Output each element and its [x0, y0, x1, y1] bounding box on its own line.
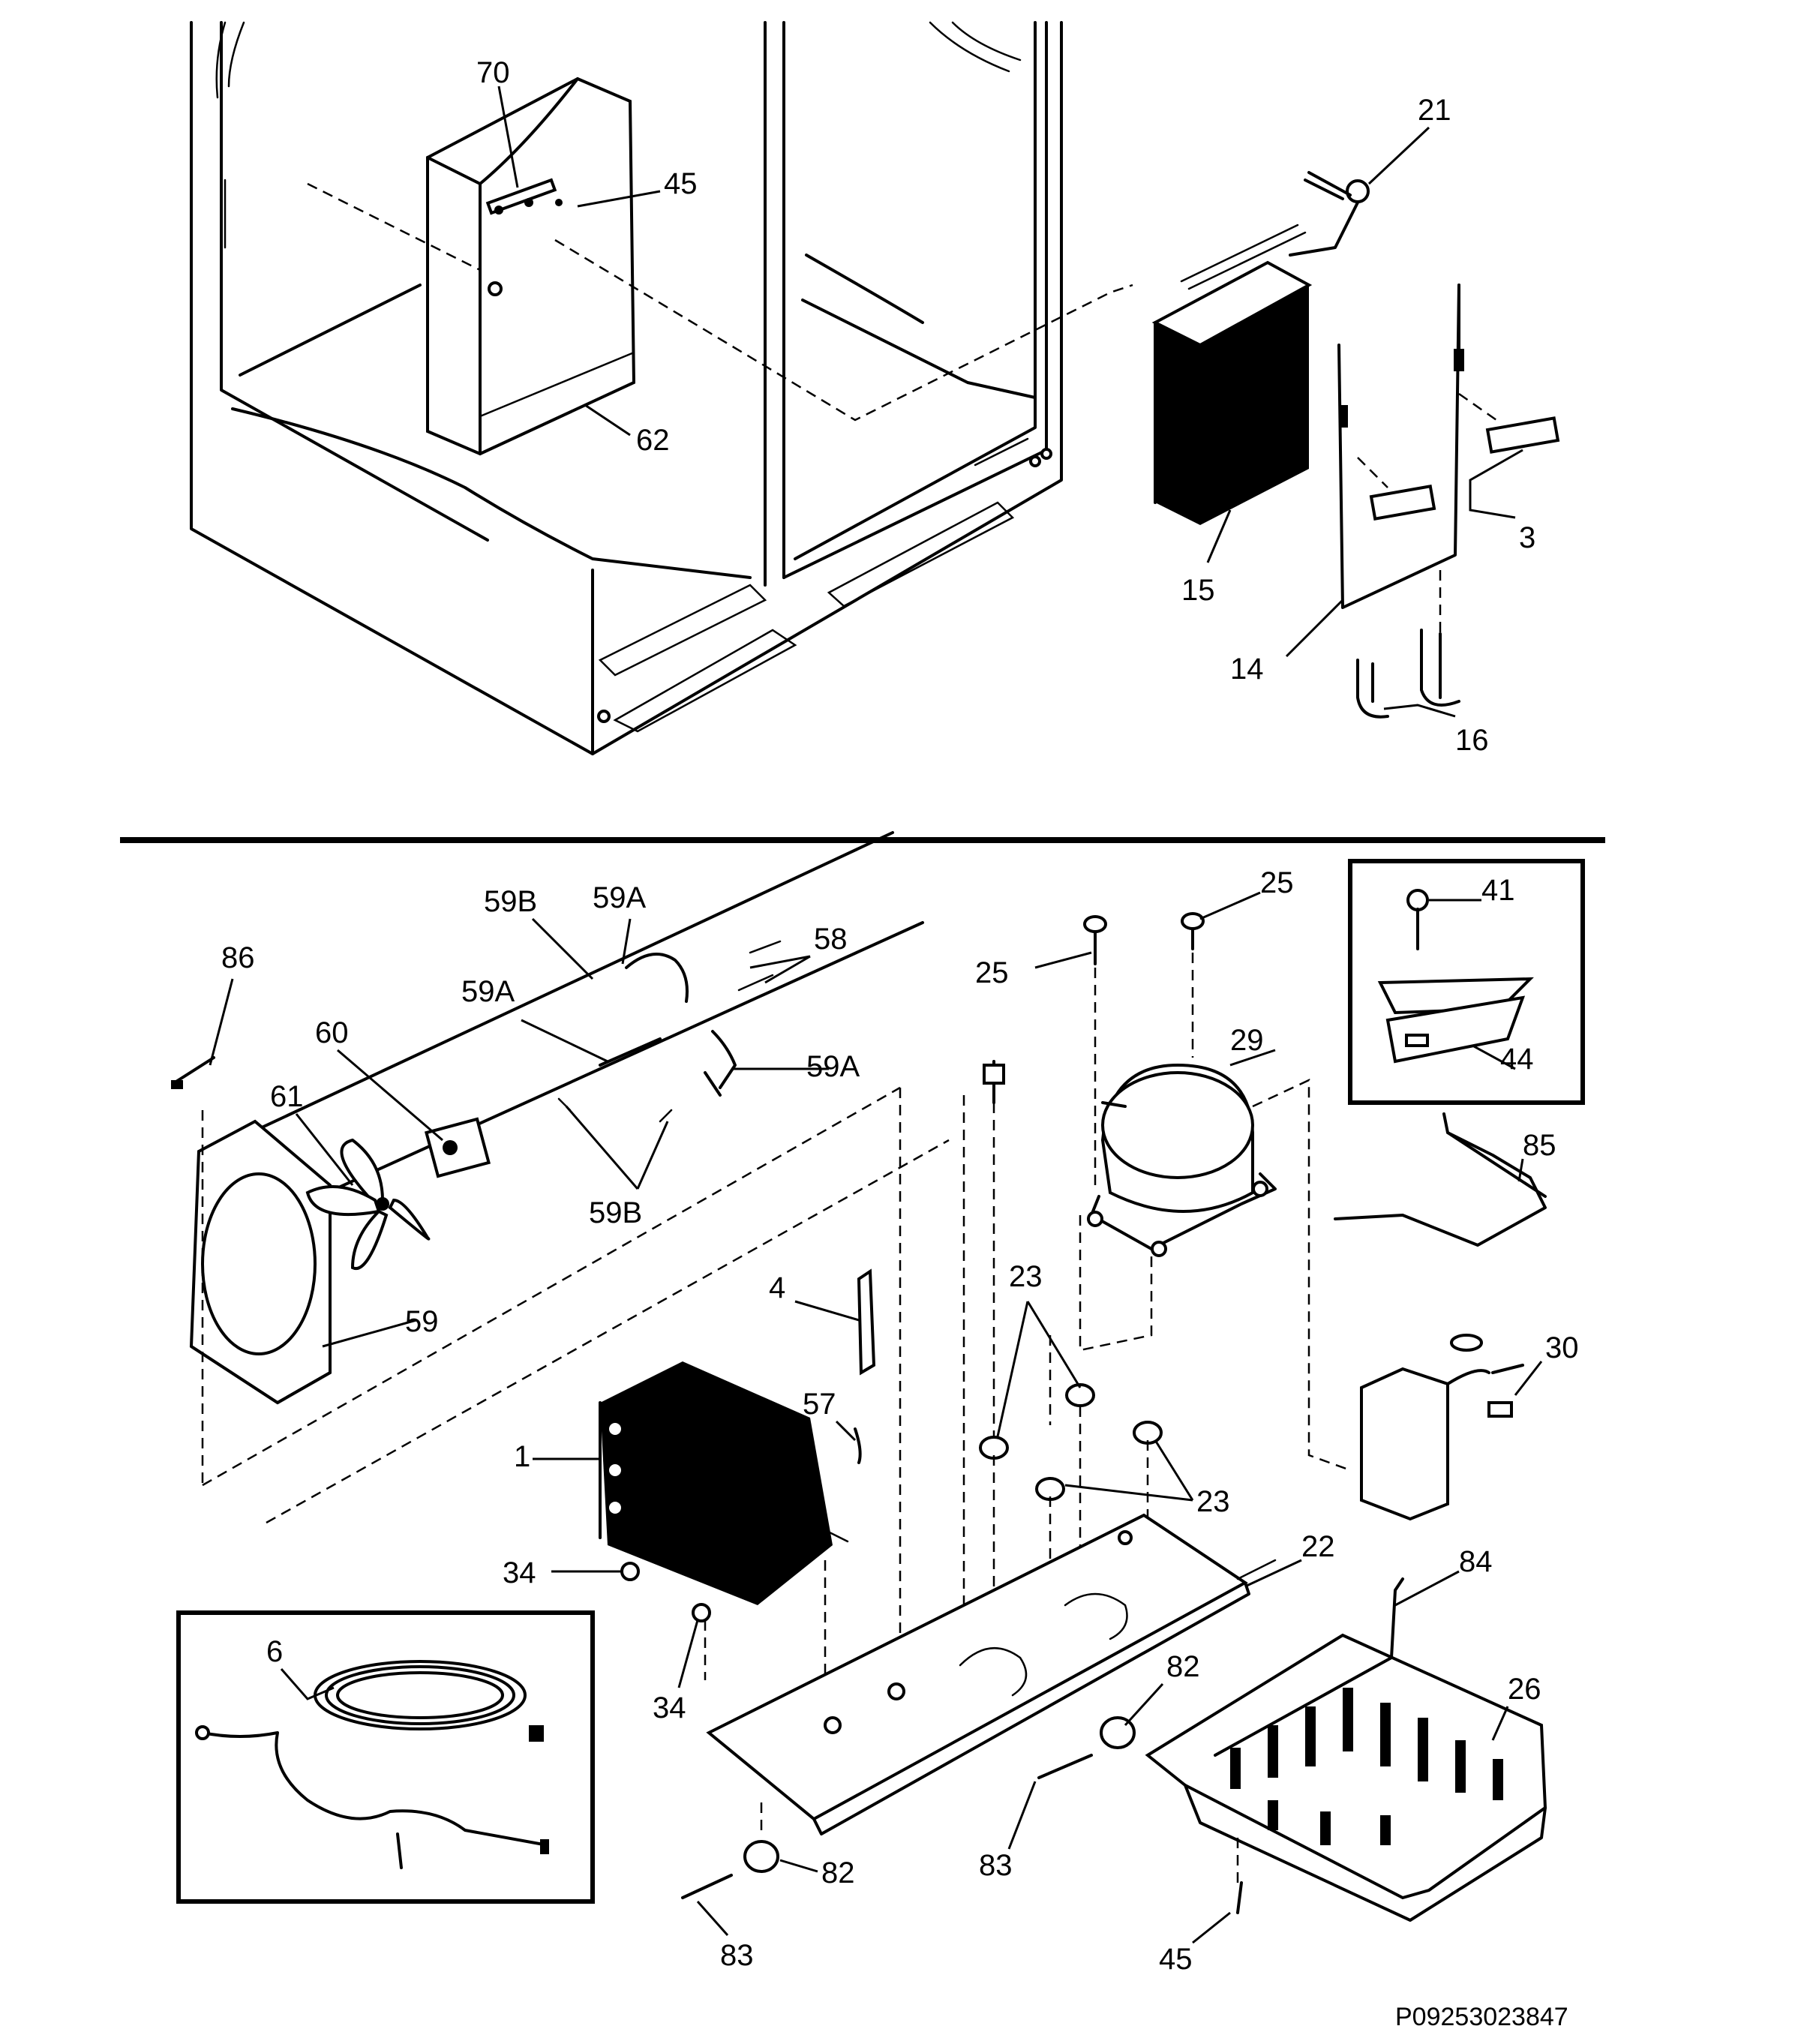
label-82-left: 82	[821, 1856, 855, 1889]
inset-box-6	[176, 1610, 595, 1904]
screws-83	[681, 1754, 1093, 1899]
base-plate-22	[706, 1513, 1277, 1835]
label-34-bottom: 34	[653, 1691, 686, 1724]
label-44: 44	[1500, 1043, 1534, 1076]
grommets-23	[979, 1383, 1163, 1501]
label-6: 6	[266, 1635, 283, 1668]
label-23-top: 23	[1009, 1260, 1043, 1293]
leader-lines	[209, 86, 1543, 1944]
tube-85	[1334, 1112, 1547, 1247]
drain-pan-26	[1145, 1577, 1547, 1922]
clips-3	[1369, 416, 1560, 521]
fan-wiring	[557, 940, 782, 1123]
document-code: P09253023847	[1395, 2003, 1568, 2031]
label-21: 21	[1418, 94, 1451, 127]
label-29: 29	[1230, 1024, 1264, 1057]
label-83-left: 83	[720, 1939, 754, 1972]
label-26: 26	[1508, 1673, 1541, 1706]
label-59A-top: 59A	[593, 881, 646, 914]
label-82-right: 82	[1166, 1650, 1200, 1683]
part-labels: 70 45 62 21 3 15 14 16 86 59B 59A 58 59A…	[221, 56, 1579, 2031]
label-59: 59	[405, 1305, 439, 1338]
label-45-top: 45	[664, 167, 698, 200]
clip-86	[171, 1056, 215, 1089]
inset-box-41-44	[1348, 859, 1585, 1105]
label-41: 41	[1481, 874, 1515, 907]
label-61: 61	[270, 1080, 304, 1113]
label-85: 85	[1523, 1129, 1556, 1162]
label-25-left: 25	[975, 956, 1009, 989]
relay-30	[1360, 1334, 1524, 1521]
bolts-25	[983, 912, 1205, 1104]
label-14: 14	[1230, 653, 1264, 686]
valve-21	[1289, 171, 1370, 257]
label-1: 1	[514, 1440, 530, 1473]
refrigerator-cabinet	[190, 21, 1063, 755]
label-83-right: 83	[979, 1849, 1013, 1882]
label-70: 70	[476, 56, 510, 89]
label-3: 3	[1519, 521, 1535, 554]
fan-motor-60	[424, 1117, 491, 1178]
drier-tubing-14	[1337, 284, 1464, 609]
label-59A-right: 59A	[806, 1050, 860, 1083]
label-22: 22	[1301, 1530, 1335, 1563]
label-23-bottom: 23	[1196, 1485, 1230, 1518]
label-59A-mid: 59A	[461, 975, 515, 1008]
label-59B-top: 59B	[484, 885, 537, 918]
label-59B-bottom: 59B	[589, 1196, 642, 1229]
condenser-15	[1151, 224, 1313, 525]
label-25-right: 25	[1260, 866, 1294, 899]
label-45-bottom: 45	[1159, 1943, 1193, 1976]
filter-drier-4	[857, 1268, 876, 1376]
label-86: 86	[221, 941, 255, 974]
label-15: 15	[1181, 574, 1215, 607]
clip-57	[854, 1427, 862, 1464]
brackets-16	[1356, 629, 1460, 719]
label-57: 57	[803, 1388, 836, 1421]
label-62: 62	[636, 424, 670, 457]
label-58: 58	[814, 923, 848, 956]
label-4: 4	[769, 1271, 785, 1304]
label-60: 60	[315, 1016, 349, 1049]
fan-housing-59	[189, 831, 924, 1405]
label-30: 30	[1545, 1331, 1579, 1364]
label-34-left: 34	[503, 1556, 536, 1589]
label-84: 84	[1459, 1545, 1493, 1578]
label-16: 16	[1455, 724, 1489, 757]
fan-blade-61	[305, 1138, 431, 1271]
compressor-29	[1087, 1063, 1277, 1257]
evaporator-cover-70	[426, 77, 636, 456]
clips-34	[620, 1562, 711, 1622]
evaporator-1	[599, 1361, 849, 1605]
